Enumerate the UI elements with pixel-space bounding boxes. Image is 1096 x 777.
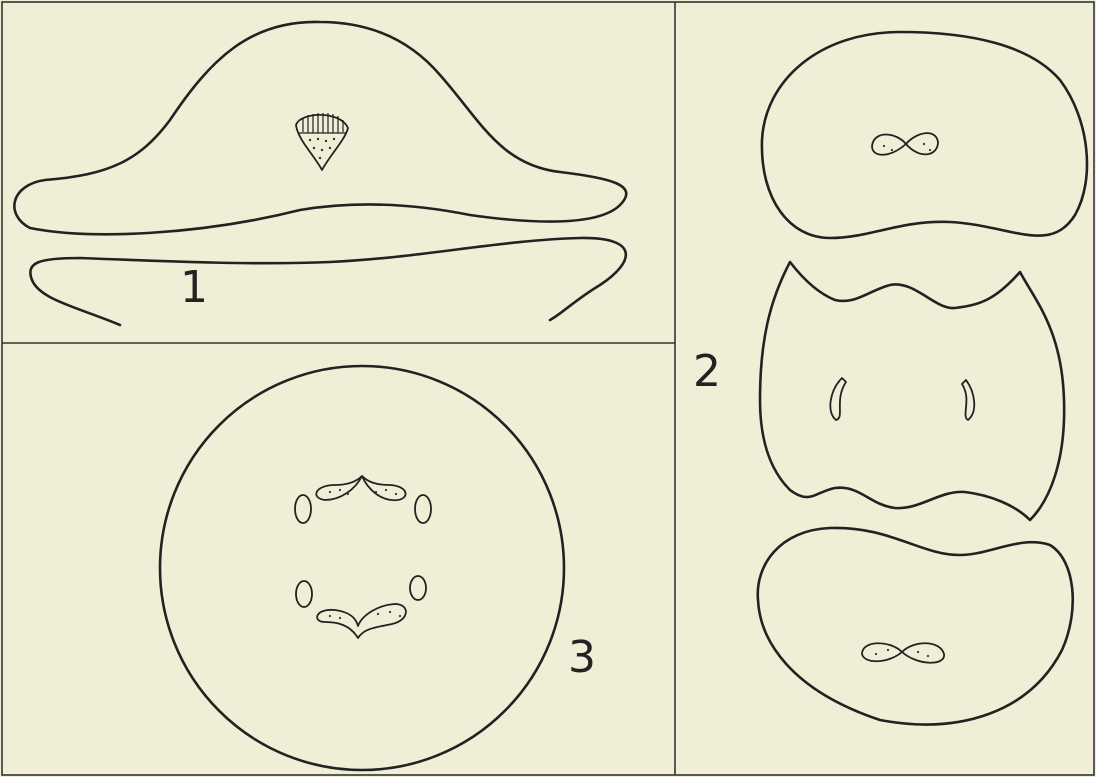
figure-2-middle-left-slit — [830, 378, 846, 420]
figure-2: 2 — [693, 32, 1087, 724]
figure-2-middle-right-slit — [962, 380, 974, 420]
figure-2-bottom-bundles — [862, 643, 944, 663]
figure-3-outer-circle — [160, 366, 564, 770]
figure-1-lower-section — [30, 238, 626, 325]
figure-1-vascular-bundle — [296, 115, 348, 170]
figure-3-lower-left-strand — [296, 581, 312, 607]
figure-3-lower-bundle-pair — [317, 604, 406, 638]
figure-3-lower-right-strand — [410, 576, 426, 600]
figure-2-label: 2 — [693, 346, 721, 397]
figure-2-top-bundles — [872, 133, 938, 155]
figure-2-stippling — [875, 143, 931, 657]
figure-1-label: 1 — [180, 262, 208, 313]
figure-3-upper-bundle-pair — [316, 476, 405, 500]
figure-3-label: 3 — [568, 632, 596, 683]
figure-2-bottom-section — [758, 528, 1073, 725]
figure-1: 1 — [14, 22, 626, 325]
figure-3-upper-right-strand — [415, 495, 431, 523]
figure-3: 3 — [160, 366, 596, 770]
figure-3-stippling — [329, 489, 401, 619]
figure-2-top-section — [762, 32, 1087, 238]
figure-2-middle-section — [760, 262, 1064, 520]
figure-3-upper-left-strand — [295, 495, 311, 523]
